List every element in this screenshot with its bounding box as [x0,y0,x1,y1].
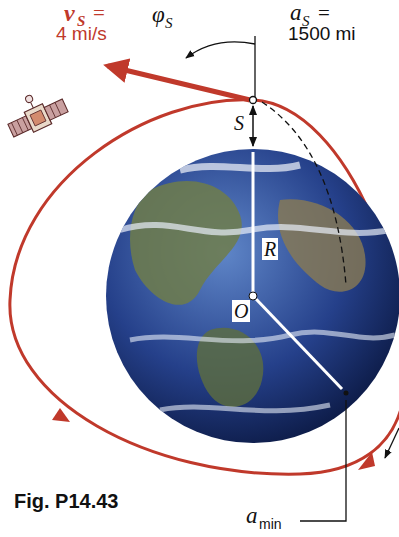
dimension-value: 1500 mi [288,24,356,45]
radius-line [252,152,255,292]
earth [106,149,399,443]
variable-symbol: a [290,0,302,25]
orbit-leader [385,428,399,458]
altitude-dimension [252,106,254,146]
dashed-trajectory [262,102,346,285]
orbit-path [10,100,399,474]
velocity-arrow [108,66,250,100]
orbit-arrowhead [358,452,375,470]
radius-label: R [262,238,278,260]
satellite-position [250,97,257,104]
perigee-point [344,391,349,396]
reference-line [254,36,255,97]
angle-symbol: φ [152,2,165,27]
subscript: min [259,517,282,532]
point-label: S [234,112,244,134]
equals-sign: = [318,2,330,25]
satellite-icon [0,83,69,141]
angle-arc [186,42,255,58]
velocity-value: 4 mi/s [56,24,107,45]
center-label: O [232,300,250,322]
variable-symbol: a [246,503,258,528]
center-point [249,292,257,300]
orbit-arrowhead [52,408,70,422]
perigee-radius-line [256,299,342,389]
figure-caption: Fig. P14.43 [14,490,119,512]
subscript: S [165,15,173,32]
equals-sign: = [93,2,105,25]
amin-leader [300,400,346,521]
variable-symbol: v [64,0,75,26]
